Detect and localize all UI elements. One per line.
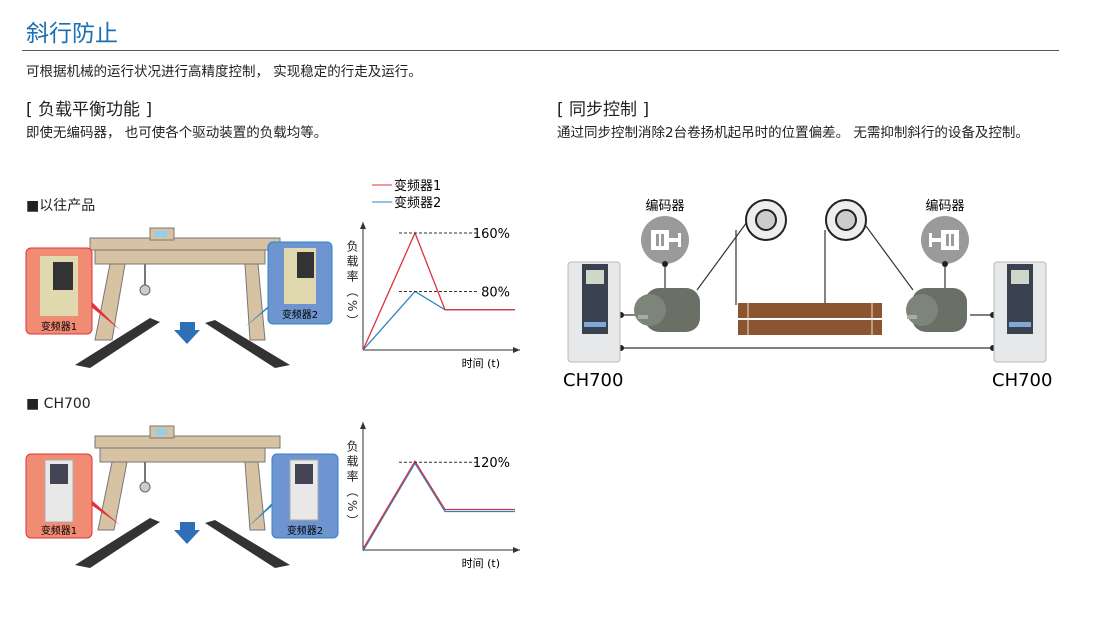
ch700-load-chart: 时间 (t) 120% (360, 422, 520, 570)
encoder-icon (921, 216, 969, 264)
up-down-arrow-icon (174, 322, 200, 344)
crane-illustration (75, 227, 290, 368)
legend-series1: 变频器1 (394, 178, 441, 194)
x-axis-arrow-icon (513, 347, 520, 353)
inverter2-callout: 变频器2 (248, 453, 339, 539)
sync-control-desc: 通过同步控制消除2台卷扬机起吊时的位置偏差。 无需抑制斜行的设备及控制。 (557, 125, 1029, 141)
annotation-label: 80% (481, 285, 510, 300)
intro-text: 可根据机械的运行状况进行高精度控制， 实现稳定的行走及运行。 (26, 64, 422, 80)
old-crane-diagram: 变频器1 变频器2 (25, 227, 333, 368)
motor-icon (906, 288, 967, 332)
encoder-icon (641, 216, 689, 264)
up-down-arrow-icon (174, 522, 200, 544)
old-load-chart: 变频器1 变频器2 时间 (t) 160% 80% (360, 178, 520, 370)
load-balance-desc: 即使无编码器， 也可使各个驱动装置的负载均等。 (26, 125, 328, 141)
inverter1-label: 变频器1 (41, 320, 77, 333)
ch700-label: ■ CH700 (26, 396, 91, 412)
y-axis-arrow-icon (360, 222, 366, 229)
y-axis-arrow-icon (360, 422, 366, 429)
load-beam (738, 303, 882, 335)
motor-icon (634, 288, 700, 332)
x-axis-label: 时间 (t) (462, 557, 500, 570)
legend-series2: 变频器2 (394, 195, 441, 211)
ch700-crane-diagram: 变频器1 变频器2 (25, 425, 339, 568)
annotation-label: 120% (473, 456, 510, 471)
annotation-label: 160% (473, 227, 510, 242)
device-label-right: CH700 (992, 370, 1052, 390)
old-product-label: ■以往产品 (26, 198, 96, 214)
x-axis-label: 时间 (t) (462, 357, 500, 370)
y-axis-label: 负载率（%） (345, 440, 359, 530)
inverter2-label: 变频器2 (287, 524, 323, 537)
encoder-label-right: 编码器 (925, 199, 964, 214)
series-line-1 (362, 459, 515, 550)
ch700-inverter-left (567, 261, 621, 363)
inverter2-label: 变频器2 (282, 308, 318, 321)
series-line-1 (362, 231, 515, 351)
load-balance-heading: [ 负载平衡功能 ] (26, 100, 153, 120)
y-axis-label: 负载率（%） (345, 240, 359, 330)
encoder-label-left: 编码器 (645, 199, 684, 214)
inverter2-callout: 变频器2 (245, 241, 333, 327)
inverter1-callout: 变频器1 (25, 453, 120, 539)
inverter1-label: 变频器1 (41, 524, 77, 537)
pulley-icon (825, 199, 867, 241)
title-divider (22, 50, 1059, 51)
x-axis-arrow-icon (513, 547, 520, 553)
ch700-inverter-right (993, 261, 1047, 363)
series-line-2 (362, 461, 515, 552)
sync-control-diagram: 编码器 编码器 CH700 CH700 (563, 199, 1052, 390)
sync-control-heading: [ 同步控制 ] (557, 100, 650, 120)
device-label-left: CH700 (563, 370, 623, 390)
inverter1-callout: 变频器1 (25, 247, 120, 335)
crane-illustration (75, 425, 290, 568)
page-title: 斜行防止 (26, 21, 118, 47)
pulley-icon (745, 199, 787, 241)
